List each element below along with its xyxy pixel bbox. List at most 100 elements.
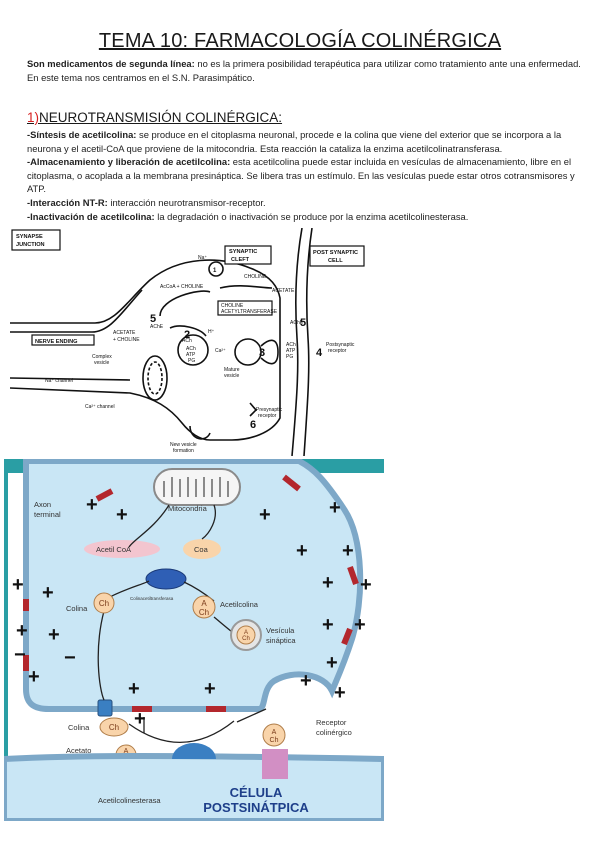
label-mature: Mature: [224, 367, 240, 373]
bullet-list: -Síntesis de acetilcolina: se produce en…: [27, 128, 582, 223]
bullet-bold: -Inactivación de acetilcolina:: [27, 210, 155, 222]
label-mitocondria: Mitocondria: [168, 504, 208, 513]
label-vesicle: vesicle: [94, 360, 110, 366]
svg-text:+: +: [322, 614, 334, 636]
label-colinergico: colinérgico: [316, 728, 352, 737]
label-ca: Ca²⁺: [215, 348, 226, 354]
label-colina: Colina: [66, 604, 88, 613]
label-vesicula: Vesícula: [266, 626, 295, 635]
step-6: 6: [250, 419, 256, 431]
label-acetil-coa: Acetil CoA: [96, 545, 131, 554]
label-postsynaptic: Postsynaptic: [326, 342, 355, 348]
label-post-synaptic: POST SYNAPTIC: [313, 250, 358, 256]
label-pg-2: PG: [286, 354, 293, 360]
label-axon: Axon: [34, 500, 51, 509]
label-celula: CÉLULA: [230, 785, 283, 800]
bullet-interaction: -Interacción NT-R: interacción neurotran…: [27, 196, 582, 210]
svg-text:+: +: [300, 670, 312, 692]
svg-text:+: +: [12, 574, 24, 596]
bullet-inactivation: -Inactivación de acetilcolina: la degrad…: [27, 210, 582, 224]
svg-text:+: +: [128, 678, 140, 700]
step-4: 4: [316, 347, 323, 359]
svg-text:+: +: [86, 494, 98, 516]
colored-synapse-figure: Ch A Ch A Ch Ch A A Ch ++ ++ ++ ++ ++ ++…: [4, 459, 384, 821]
bullet-bold: -Síntesis de acetilcolina:: [27, 129, 137, 140]
label-ache-2: AChE: [290, 320, 304, 326]
label-hplus: H⁺: [208, 329, 215, 335]
label-acetate-choline-2: + CHOLINE: [113, 337, 140, 343]
label-chat-2: ACETYLTRANSFERASE: [221, 309, 278, 315]
label-atp-2: ATP: [286, 348, 296, 354]
a-molecule: A: [201, 599, 207, 608]
svg-text:+: +: [204, 678, 216, 700]
label-colina-2: Colina: [68, 723, 90, 732]
label-acetate: ACETATE: [272, 288, 295, 294]
label-coa: Coa: [194, 545, 209, 554]
label-mature-vesicle: vesicle: [224, 373, 240, 379]
bullet-text: interacción neurotransmisor-receptor.: [107, 196, 266, 208]
label-sinaptica: sináptica: [266, 636, 296, 645]
label-synapse: SYNAPSE: [16, 234, 43, 240]
bullet-text: esta acetilcolina puede estar incluida e…: [27, 156, 575, 195]
label-presynaptic-receptor: receptor: [258, 413, 277, 419]
label-chat-1: CHOLINE: [221, 303, 244, 309]
svg-text:+: +: [134, 708, 146, 730]
svg-text:+: +: [116, 504, 128, 526]
svg-text:−: −: [14, 644, 26, 666]
synapse-schematic-figure: SYNAPSE JUNCTION SYNAPTIC CLEFT POST SYN…: [10, 228, 365, 456]
svg-text:+: +: [48, 624, 60, 646]
label-enzyme: Colinacetiltransferasa: [130, 596, 174, 601]
svg-text:+: +: [329, 497, 341, 519]
section-heading: 1)NEUROTRANSMISIÓN COLINÉRGICA:: [27, 110, 282, 125]
section-number: 1): [27, 110, 40, 125]
svg-text:+: +: [360, 574, 372, 596]
svg-text:+: +: [354, 614, 366, 636]
label-postsinaptica: POSTSINÁTPICA: [203, 800, 309, 815]
label-complex: Complex: [92, 354, 112, 360]
label-ach-3: ACh: [286, 342, 296, 348]
label-choline: CHOLINE: [244, 274, 267, 280]
label-accoa-choline: AcCoA + CHOLINE: [160, 284, 204, 290]
label-na-channel: Na⁺ channel: [45, 378, 73, 384]
svg-text:+: +: [322, 572, 334, 594]
label-new-vesicle: New vesicle: [170, 442, 197, 448]
step-3: 3: [259, 347, 265, 359]
label-na: Na⁺: [198, 255, 207, 261]
label-junction: JUNCTION: [16, 242, 45, 248]
bullet-text: la degradación o inactivación se produce…: [154, 210, 469, 222]
svg-text:+: +: [334, 682, 346, 704]
intro-text: no es la primera posibilidad terapéutica…: [27, 58, 581, 83]
step-5: 5: [150, 313, 156, 325]
label-cell: CELL: [328, 258, 343, 264]
bullet-bold: -Interacción NT-R:: [27, 196, 108, 208]
svg-text:+: +: [28, 666, 40, 688]
label-terminal: terminal: [34, 510, 61, 519]
label-acetilcolina: Acetilcolina: [220, 600, 259, 609]
intro-paragraph: Son medicamentos de segunda línea: no es…: [27, 57, 582, 84]
label-synaptic: SYNAPTIC: [229, 249, 257, 255]
svg-text:+: +: [296, 540, 308, 562]
ch-receptor: Ch: [270, 737, 279, 744]
label-formation: formation: [173, 448, 194, 454]
a-vesicle: A: [244, 630, 248, 636]
svg-text:−: −: [64, 647, 76, 669]
a-outside: A: [124, 748, 129, 755]
ch-vesicle: Ch: [242, 636, 250, 642]
intro-bold: Son medicamentos de segunda línea:: [27, 58, 195, 69]
page-title: TEMA 10: FARMACOLOGÍA COLINÉRGICA: [98, 30, 502, 52]
svg-text:+: +: [259, 504, 271, 526]
label-receptor: Receptor: [316, 718, 347, 727]
step-2: 2: [184, 329, 190, 341]
label-atp: ATP: [186, 352, 196, 358]
label-presynaptic: Presynaptic: [256, 407, 283, 413]
label-ach: ACh: [182, 338, 192, 344]
a-receptor: A: [272, 729, 277, 736]
svg-text:+: +: [342, 540, 354, 562]
label-acetilcolinesterasa: Acetilcolinesterasa: [98, 796, 161, 805]
ch-outside: Ch: [109, 723, 119, 732]
label-ca-channel: Ca²⁺ channel: [85, 404, 115, 410]
step-1: 1: [213, 268, 217, 274]
bullet-storage: -Almacenamiento y liberación de acetilco…: [27, 155, 582, 196]
label-ach-2: ACh: [186, 346, 196, 352]
bullet-bold: -Almacenamiento y liberación de acetilco…: [27, 156, 231, 168]
